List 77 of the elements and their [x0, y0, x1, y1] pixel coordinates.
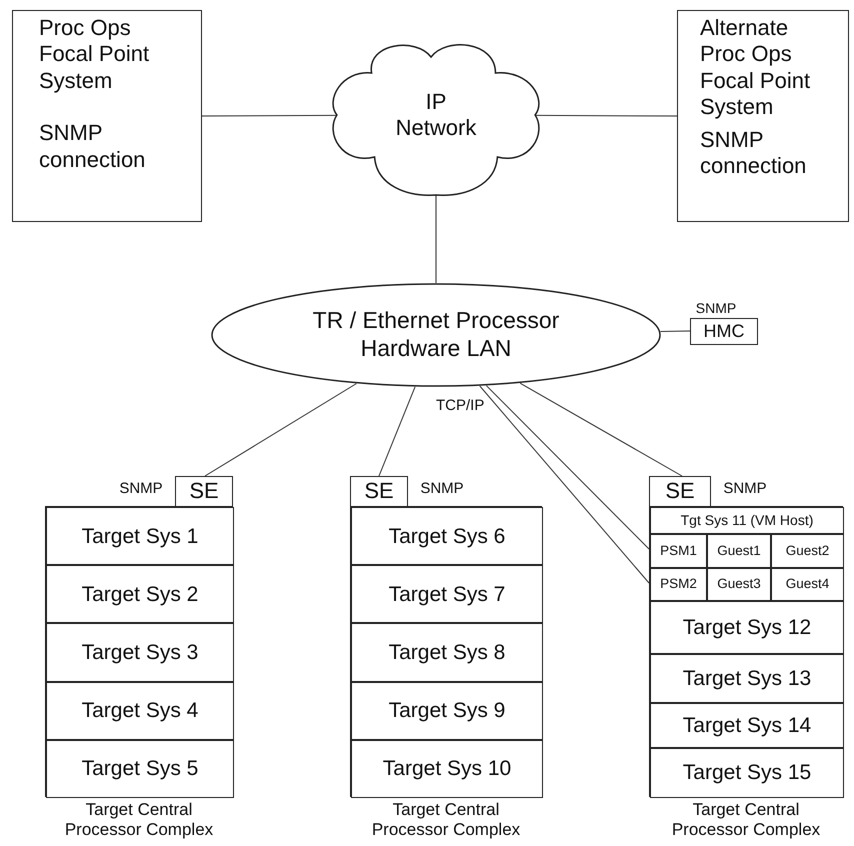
system-row	[650, 601, 844, 654]
connector-line	[204, 383, 357, 476]
partition-label: Guest3	[717, 576, 761, 592]
system-label: Target Sys 15	[682, 760, 812, 786]
partition-cell	[771, 534, 844, 568]
protocol-label: TCP/IP	[436, 398, 484, 413]
partition-label: PSM1	[660, 542, 697, 559]
partition-cell	[650, 568, 707, 601]
system-row	[46, 740, 234, 798]
partition-label: Guest1	[717, 542, 761, 559]
lan-ellipse	[211, 283, 661, 387]
host-label: Tgt Sys 11 (VM Host)	[680, 512, 814, 529]
partition-cell	[707, 568, 771, 601]
system-row	[46, 682, 234, 740]
system-label: Target Sys 6	[388, 524, 506, 549]
connector-line	[479, 386, 650, 584]
system-row	[351, 740, 543, 798]
system-label: Target Sys 9	[388, 698, 506, 724]
se-label: SE	[665, 478, 695, 505]
lan-label: TR / Ethernet Processor Hardware LAN	[312, 307, 560, 363]
system-label: Target Sys 10	[382, 756, 512, 782]
complex-box	[45, 506, 233, 797]
complex-caption: Target Central Processor Complex	[370, 800, 522, 840]
system-row	[46, 565, 234, 624]
protocol-label: SNMP	[694, 300, 738, 316]
system-row	[46, 623, 234, 682]
partition-label: PSM2	[660, 576, 697, 592]
system-label: Target Sys 8	[388, 640, 506, 666]
system-label: SNMP connection	[700, 126, 808, 180]
system-label: Target Sys 4	[82, 698, 198, 724]
system-label: Target Sys 14	[682, 712, 812, 738]
system-label: Target Sys 2	[82, 582, 198, 607]
system-row	[351, 565, 543, 624]
protocol-label: SNMP	[722, 480, 768, 498]
se-label: SE	[189, 478, 219, 505]
system-label: SNMP connection	[39, 120, 146, 173]
system-label: Target Sys 12	[682, 614, 812, 640]
se-box	[649, 476, 711, 507]
complex-caption: Target Central Processor Complex	[670, 800, 822, 840]
partition-cell	[707, 534, 771, 568]
partition-cell	[650, 534, 707, 568]
system-label: Alternate Proc Ops Focal Point System	[700, 15, 812, 121]
system-row	[351, 682, 543, 740]
connector-line	[486, 385, 650, 550]
system-row	[650, 654, 844, 703]
system-row	[650, 703, 844, 748]
system-label: Target Sys 3	[82, 640, 198, 666]
system-label: Target Sys 5	[82, 756, 198, 782]
cloud-label: IP Network	[394, 88, 478, 142]
connector-line	[378, 386, 416, 476]
system-row	[46, 507, 234, 566]
system-label: Target Sys 1	[82, 524, 198, 549]
host-row	[650, 507, 844, 534]
system-box	[677, 10, 849, 222]
system-box	[12, 10, 202, 222]
system-row	[351, 507, 543, 566]
se-box	[350, 476, 408, 507]
system-row	[351, 623, 543, 682]
partition-cell	[771, 568, 844, 601]
complex-box	[350, 506, 542, 797]
partition-label: Guest4	[786, 576, 830, 592]
protocol-label: SNMP	[118, 480, 164, 498]
se-label: SE	[364, 478, 394, 505]
hmc-box	[690, 318, 758, 345]
complex-box	[649, 506, 843, 797]
se-box	[175, 476, 233, 507]
connector-line	[520, 382, 682, 476]
hmc-label: HMC	[704, 320, 744, 342]
partition-label: Guest2	[786, 542, 830, 559]
protocol-label: SNMP	[419, 480, 465, 498]
system-label: Proc Ops Focal Point System	[39, 15, 150, 94]
connector-line	[202, 114, 338, 116]
system-label: Target Sys 7	[388, 582, 506, 607]
connector-line	[660, 330, 690, 332]
system-label: Target Sys 13	[682, 666, 812, 692]
system-row	[650, 748, 844, 798]
complex-caption: Target Central Processor Complex	[64, 800, 214, 840]
